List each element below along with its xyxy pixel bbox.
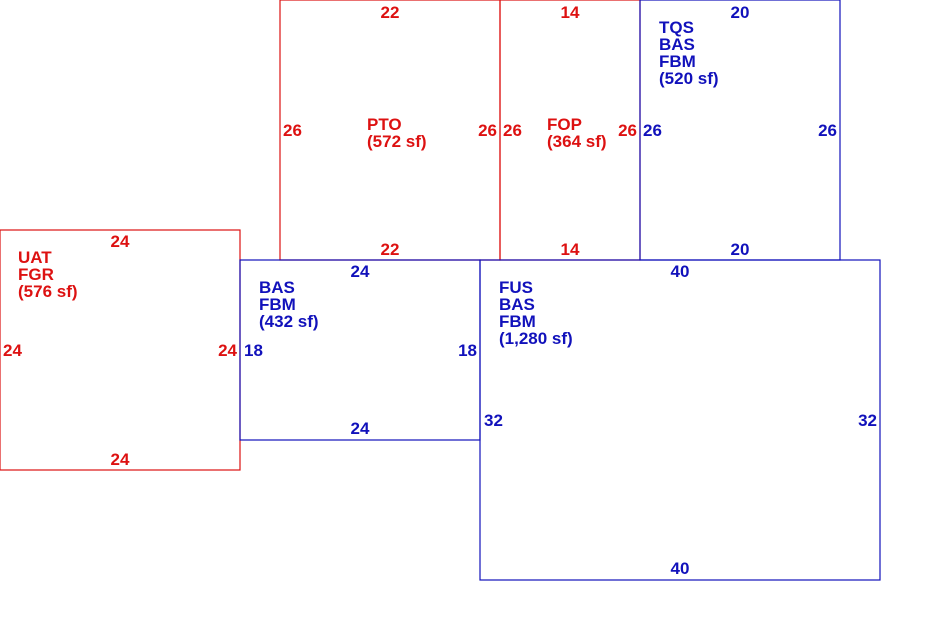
area-bas: 24 24 18 18 BAS FBM (432 sf) (239, 259, 481, 441)
area-fus-top-dim: 40 (671, 262, 690, 281)
area-bas-left-dim: 18 (244, 341, 263, 360)
area-uat-left-dim: 24 (3, 341, 22, 360)
area-fus-label-3: FBM (499, 312, 536, 331)
area-pto: 22 22 26 26 PTO (572 sf) (279, 0, 501, 261)
area-uat-right-dim: 24 (218, 341, 237, 360)
area-tqs-label-3: FBM (659, 52, 696, 71)
area-bas-label-3: (432 sf) (259, 312, 319, 331)
area-fop-label-1: FOP (547, 115, 582, 134)
area-bas-right-dim: 18 (458, 341, 477, 360)
area-tqs-left-dim: 26 (643, 121, 662, 140)
area-tqs-label-1: TQS (659, 18, 694, 37)
area-pto-label-2: (572 sf) (367, 132, 427, 151)
area-fop-label-2: (364 sf) (547, 132, 607, 151)
area-uat-label-3: (576 sf) (18, 282, 78, 301)
area-uat: 24 24 24 24 UAT FGR (576 sf) (0, 229, 241, 471)
area-fus-label-4: (1,280 sf) (499, 329, 573, 348)
area-pto-top-dim: 22 (381, 3, 400, 22)
area-fus-bottom-dim: 40 (671, 559, 690, 578)
area-pto-right-dim: 26 (478, 121, 497, 140)
area-bas-label-1: BAS (259, 278, 295, 297)
area-tqs-top-dim: 20 (731, 3, 750, 22)
area-fop: 14 14 26 26 FOP (364 sf) (499, 0, 641, 261)
area-tqs-label-4: (520 sf) (659, 69, 719, 88)
area-fus-left-dim: 32 (484, 411, 503, 430)
area-fus-label-1: FUS (499, 278, 533, 297)
area-tqs-label-2: BAS (659, 35, 695, 54)
area-uat-label-2: FGR (18, 265, 54, 284)
area-fop-right-dim: 26 (618, 121, 637, 140)
area-pto-left-dim: 26 (283, 121, 302, 140)
area-fop-left-dim: 26 (503, 121, 522, 140)
area-uat-top-dim: 24 (111, 232, 130, 251)
area-fus: 40 40 32 32 FUS BAS FBM (1,280 sf) (479, 259, 881, 581)
area-tqs-bottom-dim: 20 (731, 240, 750, 259)
area-bas-label-2: FBM (259, 295, 296, 314)
area-pto-label-1: PTO (367, 115, 402, 134)
area-bas-top-dim: 24 (351, 262, 370, 281)
area-fop-bottom-dim: 14 (561, 240, 580, 259)
area-pto-bottom-dim: 22 (381, 240, 400, 259)
area-fus-outline (479, 259, 881, 581)
area-uat-bottom-dim: 24 (111, 450, 130, 469)
area-fus-label-2: BAS (499, 295, 535, 314)
area-fus-right-dim: 32 (858, 411, 877, 430)
area-uat-label-1: UAT (18, 248, 52, 267)
area-fop-top-dim: 14 (561, 3, 580, 22)
area-tqs: 20 20 26 26 TQS BAS FBM (520 sf) (639, 0, 841, 261)
area-bas-bottom-dim: 24 (351, 419, 370, 438)
area-tqs-right-dim: 26 (818, 121, 837, 140)
